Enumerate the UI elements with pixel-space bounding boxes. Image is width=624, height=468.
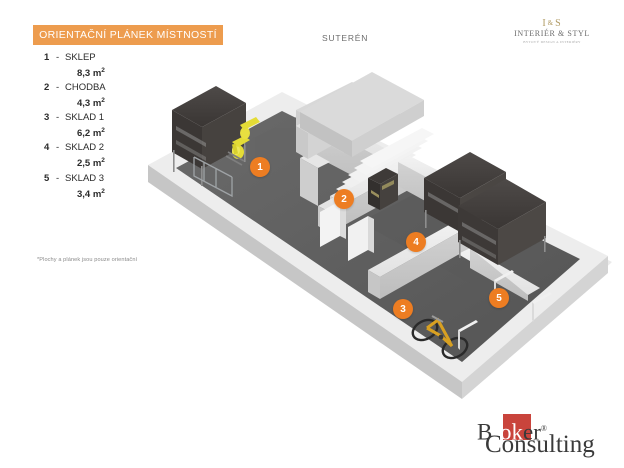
legend-item-2: 2 - CHODBA 4,3 m2 [44, 81, 224, 110]
registered-trademark-icon: ® [540, 424, 547, 433]
disclaimer-text: *Plochy a plánek jsou pouze orientační [37, 257, 138, 263]
bicycle-room3 [411, 315, 469, 360]
legend-number: 2 [44, 82, 50, 94]
floor-label: SUTERÉN [322, 33, 369, 43]
legend-room-name: SKLAD 3 [65, 172, 105, 184]
legend-room-area: 3,4 m2 [44, 185, 224, 201]
counter-room1 [300, 72, 424, 157]
legend-room-name: SKLAD 1 [65, 112, 105, 124]
legend-dash: - [56, 142, 60, 154]
legend-number: 3 [44, 112, 50, 124]
yellow-equipment [232, 117, 260, 159]
monogram-i: I [542, 18, 547, 29]
room-marker-5[interactable]: 5 [489, 288, 509, 308]
broker-letters-er: er [523, 419, 541, 445]
legend-room-list: 1 - SKLEP 8,3 m2 2 - CHODBA 4,3 m2 3 - S… [44, 51, 224, 202]
broker-letter-b: B [477, 419, 493, 445]
legend-item-3: 3 - SKLAD 1 6,2 m2 [44, 111, 224, 140]
broker-wordmark-bottom: Consulting [485, 431, 595, 458]
legend-room-name: CHODBA [65, 82, 106, 94]
legend-area-value: 2,5 m [77, 158, 102, 170]
door-panels [320, 201, 374, 261]
legend-dash: - [56, 82, 60, 94]
pipe-room1 [225, 151, 245, 166]
monogram-ampersand: & [547, 19, 555, 27]
legend-area-unit: 2 [101, 187, 105, 195]
room-marker-1[interactable]: 1 [250, 157, 270, 177]
legend-area-value: 6,2 m [77, 128, 102, 140]
legend-area-unit: 2 [101, 127, 105, 135]
broker-wordmark-top: Broker® [477, 416, 547, 445]
legend-room-name: SKLAD 2 [65, 142, 105, 154]
legend-room-name: SKLEP [65, 52, 96, 63]
broker-consulting-logo: Broker® Consulting [477, 414, 617, 462]
broker-letters-rok: rok [492, 419, 524, 445]
legend-banner-title: ORIENTAČNÍ PLÁNEK MÍSTNOSTÍ [39, 29, 217, 41]
legend-area-value: 8,3 m [77, 68, 102, 80]
room-marker-4[interactable]: 4 [406, 232, 426, 252]
legend-area-unit: 2 [101, 157, 105, 165]
legend-item-5: 5 - SKLAD 3 3,4 m2 [44, 172, 224, 201]
legend-dash: - [56, 112, 60, 124]
legend-room-area: 8,3 m2 [44, 64, 224, 80]
legend-area-value: 4,3 m [77, 98, 102, 110]
legend-room-area: 4,3 m2 [44, 94, 224, 110]
broker-red-square [503, 414, 531, 440]
legend-dash: - [56, 172, 60, 184]
legend-area-value: 3,4 m [77, 188, 102, 200]
legend-area-unit: 2 [101, 67, 105, 74]
legend-number: 5 [44, 172, 50, 184]
room-marker-3[interactable]: 3 [393, 299, 413, 319]
legend-number: 4 [44, 142, 50, 154]
legend-room-area: 2,5 m2 [44, 154, 224, 170]
shelf-unit-room5 [458, 179, 546, 265]
legend-banner: ORIENTAČNÍ PLÁNEK MÍSTNOSTÍ [33, 25, 223, 45]
railing-room1 [193, 156, 233, 198]
legend-area-unit: 2 [101, 97, 105, 105]
interier-logo-name: INTERIÉR & STYL [514, 29, 590, 38]
legend-item-4: 4 - SKLAD 2 2,5 m2 [44, 141, 224, 170]
shelf-unit-room1 [172, 86, 246, 186]
legend-number: 1 [44, 52, 50, 63]
shelf-rack-room2 [368, 168, 398, 210]
door-frames-right [458, 270, 552, 350]
interier-monogram: I&S [512, 18, 592, 29]
legend-room-area: 6,2 m2 [44, 124, 224, 140]
interier-logo-tagline: BYTOVÝ DESIGN A INTERIÉRY [523, 40, 581, 44]
legend-dash: - [56, 52, 60, 63]
legend-item-1: 1 - SKLEP 8,3 m2 [44, 51, 224, 80]
room-marker-2[interactable]: 2 [334, 189, 354, 209]
monogram-s: S [555, 18, 562, 29]
interier-styl-logo: I&S INTERIÉR & STYL BYTOVÝ DESIGN A INTE… [512, 18, 592, 45]
